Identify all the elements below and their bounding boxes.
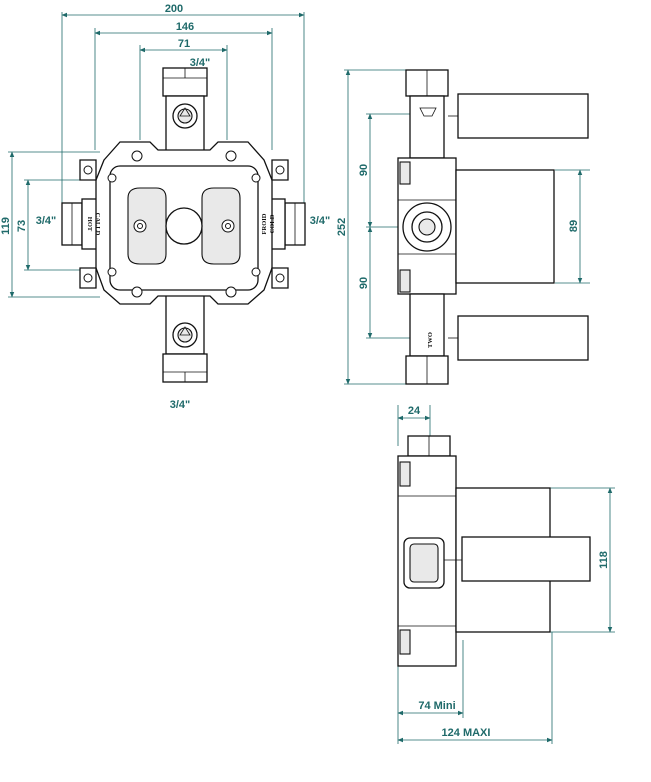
dim-200-label: 200 [165, 3, 183, 15]
side-stamp: TWO [427, 332, 434, 348]
bottom-pipe [162, 291, 208, 383]
dim-119-label: 119 [0, 217, 12, 235]
valve-chambers [127, 187, 241, 265]
bottom-plates [444, 487, 591, 633]
dim-24-label: 24 [408, 405, 421, 417]
dim-124-label: 124 MAXI [442, 727, 491, 739]
dim-252-label: 252 [336, 218, 348, 236]
dim-90-lower-label: 90 [358, 277, 370, 289]
bottom-body [397, 435, 457, 667]
stamp-hot-line2: HOT [86, 217, 93, 232]
top-pipe [162, 67, 208, 157]
side-view: 252 90 90 89 TWO [336, 69, 590, 385]
port-right-label: 3/4" [310, 215, 331, 227]
dim-74-label: 74 Mini [418, 700, 455, 712]
stamp-cold: FROID COLD [261, 213, 276, 234]
stamp-hot-line1: CALLD [94, 213, 101, 236]
dim-90-upper-label: 90 [358, 164, 370, 176]
dim-118-label: 118 [598, 551, 610, 569]
stamp-cold-line2: COLD [269, 214, 276, 233]
dim-73-label: 73 [16, 220, 28, 232]
dim-146-label: 146 [176, 21, 194, 33]
stamp-hot: CALLD HOT [86, 213, 101, 236]
port-top-label: 3/4" [190, 57, 211, 69]
bottom-view: 24 118 74 Mini 124 MAXI [397, 405, 615, 744]
dim-71-label: 71 [178, 38, 190, 50]
dim-89-label: 89 [568, 220, 580, 232]
port-bottom-label: 3/4" [170, 399, 191, 411]
side-body [397, 69, 457, 385]
stamp-cold-line1: FROID [261, 213, 268, 234]
side-plates [448, 93, 589, 361]
port-left-label: 3/4" [36, 215, 57, 227]
front-view: 200 146 71 119 73 3/4" 3/4" 3/4" 3/4" [0, 3, 330, 411]
